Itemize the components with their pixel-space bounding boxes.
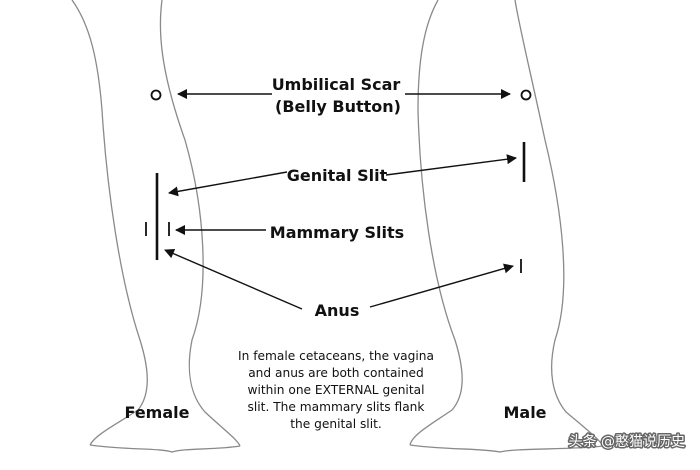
genital-arrow-female [168, 171, 288, 197]
mammary-slits-label: Mammary Slits [270, 223, 404, 242]
female-body-outline [71, 0, 241, 453]
male-label: Male [503, 403, 546, 422]
belly-button-label: (Belly Button) [275, 97, 401, 116]
genital-arrow-male [385, 154, 517, 176]
umbilical-scar-label: Umbilical Scar [272, 75, 401, 94]
female-label: Female [125, 403, 190, 422]
note-line-1: In female cetaceans, the vagina [238, 349, 434, 363]
watermark-text: 头条 @憨猫说历史 [569, 433, 685, 450]
note-line-4: slit. The mammary slits flank [248, 400, 426, 414]
note-line-5: the genital slit. [290, 417, 382, 431]
explanation-note: In female cetaceans, the vagina and anus… [238, 349, 434, 431]
anus-arrow-female [164, 248, 303, 310]
male-umbilical-scar-mark [520, 89, 532, 101]
watermark-text-shadow: 头条 @憨猫说历史 [569, 433, 685, 450]
note-line-2: and anus are both contained [248, 366, 424, 380]
anus-arrow-male [369, 263, 514, 308]
note-line-3: within one EXTERNAL genital [248, 383, 425, 397]
anus-label: Anus [315, 301, 360, 320]
male-body-outline [409, 0, 604, 453]
watermark: 头条 @憨猫说历史 头条 @憨猫说历史 [567, 432, 686, 452]
female-umbilical-scar-mark [150, 89, 162, 101]
genital-slit-label: Genital Slit [287, 166, 388, 185]
